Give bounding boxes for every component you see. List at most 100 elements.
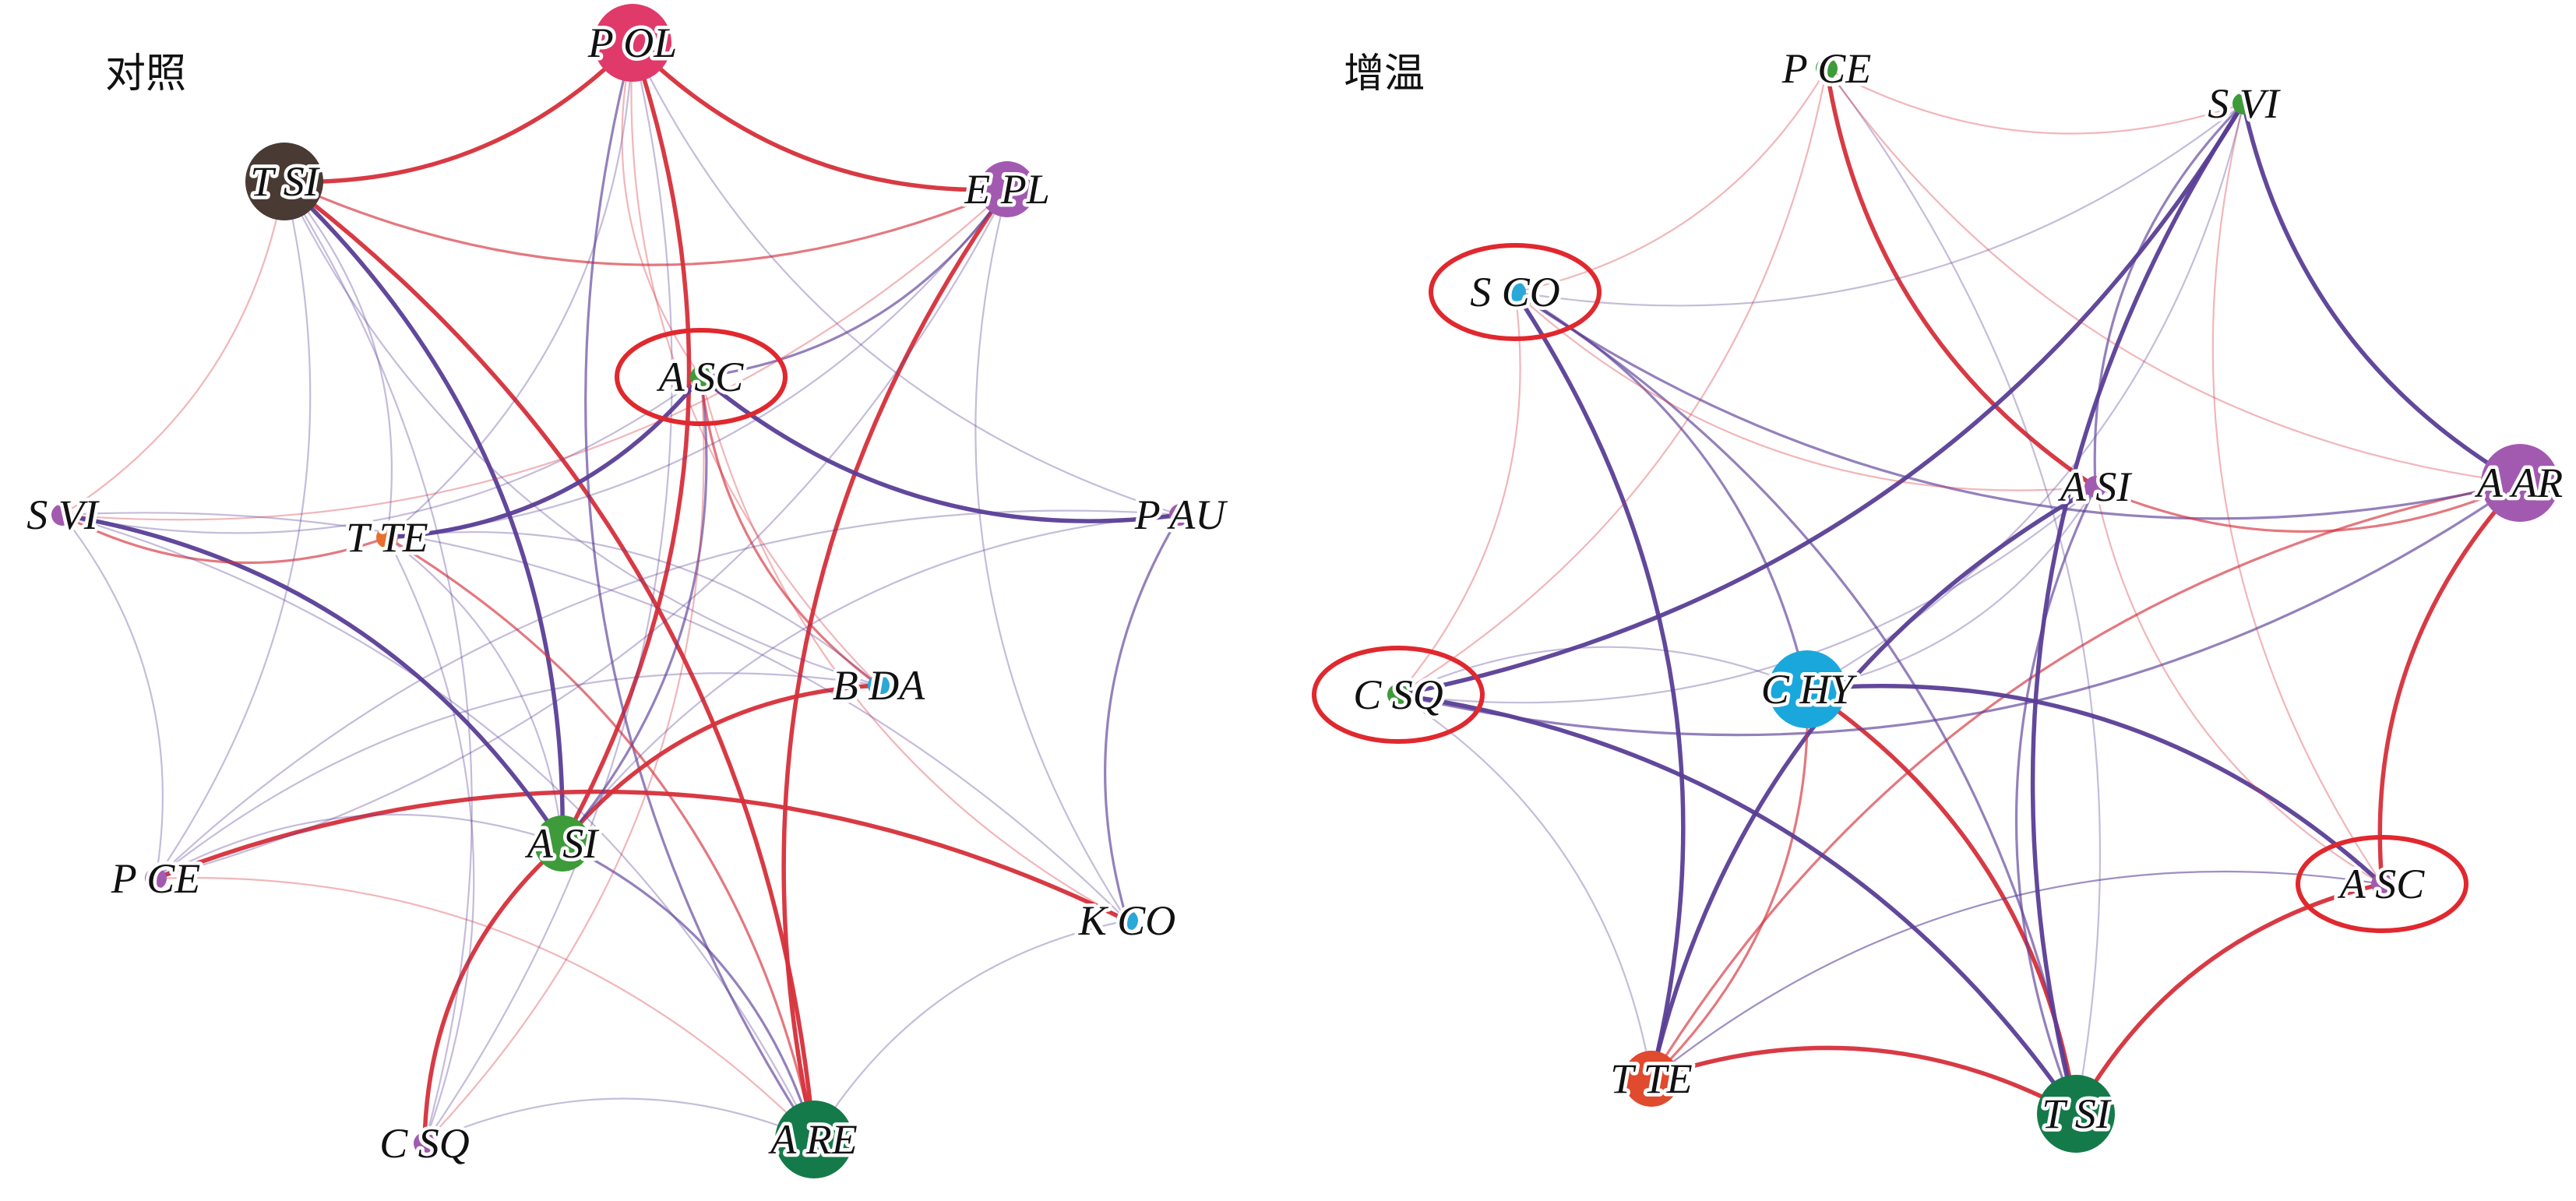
node-label: A SI <box>2058 463 2134 510</box>
edge-ASI-AAR <box>2094 481 2521 534</box>
node-PCE[interactable]: P CEP CE <box>107 852 204 906</box>
node-EPL[interactable]: E PLE PL <box>960 161 1053 217</box>
node-label: P OL <box>587 19 678 66</box>
edge-CHY-ASI <box>1806 485 2097 691</box>
edge-BDA-PCE <box>154 672 880 880</box>
node-CSQ[interactable]: C SQC SQ <box>1312 646 1485 744</box>
edge-PAU-ASI <box>561 513 1182 845</box>
node-TTE[interactable]: T TET TE <box>343 511 432 565</box>
edge-EPL-KCO <box>974 188 1129 922</box>
node-label: K CO <box>1078 897 1176 944</box>
edge-PCE-ASI <box>154 813 564 880</box>
node-TSI[interactable]: T SIT SI <box>2037 1075 2116 1153</box>
edge-ASC-TTE <box>1650 870 2384 1080</box>
node-label-halo: P AU <box>1134 491 1228 538</box>
node-marker <box>2037 1075 2115 1153</box>
node-label: S CO <box>1470 269 1560 315</box>
node-label: P CE <box>111 855 201 902</box>
node-CHY[interactable]: C HYC HY <box>1757 650 1861 728</box>
edge-ASC-TTE <box>385 375 703 540</box>
node-TTE[interactable]: T TET TE <box>1607 1051 1696 1107</box>
node-label-halo: T TE <box>346 514 428 561</box>
edge-SVI-ASI <box>60 512 565 846</box>
edge-TTE-ASI <box>386 536 564 845</box>
edge-PCE-ASI <box>1824 66 2098 489</box>
panel-title-control: 对照 <box>105 51 186 97</box>
edge-PCE-PAU <box>154 509 1182 880</box>
edge-ASC-KCO <box>700 375 1129 922</box>
node-AAR[interactable]: A ARA AR <box>2471 444 2567 522</box>
edge-TTE-TSI <box>1649 1045 2078 1116</box>
node-label: P CE <box>1781 45 1872 92</box>
node-label-halo: A RE <box>768 1116 857 1163</box>
node-label-halo: T SI <box>2042 1090 2113 1137</box>
edge-PCE-TSI <box>1825 67 2102 1115</box>
edge-EPL-PCE <box>154 188 1009 880</box>
node-TSI[interactable]: T SIT SI <box>245 143 324 220</box>
edge-PCE-CSQ <box>1397 67 1828 696</box>
node-SVI[interactable]: S VIS VI <box>23 488 104 542</box>
edge-TSI-BDA <box>283 180 880 687</box>
edge-POL-TSI <box>282 41 635 185</box>
edge-PCE-KCO <box>153 789 1129 923</box>
node-ARE[interactable]: A REA RE <box>765 1101 861 1178</box>
edge-ASI-ASC <box>2094 485 2384 886</box>
node-label: T TE <box>1610 1055 1693 1102</box>
edge-PCE-AAR <box>1825 67 2521 484</box>
node-marker <box>868 674 890 696</box>
node-SVI[interactable]: S VIS VI <box>2204 77 2285 131</box>
edge-TSI-ASI <box>282 179 565 846</box>
node-label: C SQ <box>379 1120 470 1167</box>
node-PAU[interactable]: P AUP AU <box>1130 488 1232 542</box>
edge-layer <box>60 41 1182 1146</box>
node-label-halo: A SC <box>657 354 745 400</box>
edge-SVI-ARE <box>61 513 816 1141</box>
edge-POL-EPL <box>630 41 1010 192</box>
node-marker <box>979 161 1035 217</box>
node-marker <box>245 143 323 220</box>
edge-layer <box>1396 66 2522 1116</box>
node-ASC[interactable]: A SCA SC <box>615 328 788 426</box>
edge-POL-ASC <box>621 41 703 379</box>
node-label-halo: C SQ <box>1353 671 1443 718</box>
node-marker <box>1623 1051 1679 1107</box>
edge-POL-CSQ <box>423 41 673 1145</box>
node-KCO[interactable]: K COK CO <box>1074 894 1179 948</box>
node-marker <box>51 504 73 526</box>
node-label-halo: S VI <box>26 491 100 538</box>
edge-POL-BDA <box>630 41 880 687</box>
edge-CHY-ASC <box>1805 683 2384 886</box>
node-ASI[interactable]: A SIA SI <box>521 815 604 872</box>
edge-AAR-ASC <box>2377 481 2522 886</box>
edge-PCE-SVI <box>1825 67 2245 135</box>
panel-warming: 增温 P CEP CES VIS VIA ARA ARA SCA SCT SIT… <box>1312 42 2567 1153</box>
edge-POL-PAU <box>631 41 1182 516</box>
node-marker <box>1768 650 1846 728</box>
node-POL[interactable]: P OLP OL <box>583 4 681 82</box>
node-label: A SI <box>525 820 601 867</box>
edge-SVI-PCE <box>61 513 164 880</box>
node-ASI[interactable]: A SIA SI <box>2054 460 2137 514</box>
edge-EPL-TTE <box>386 188 1009 539</box>
edge-SCO-TTE <box>1513 290 1686 1081</box>
node-marker <box>1816 58 1838 79</box>
node-CSQ[interactable]: C SQC SQ <box>376 1117 474 1171</box>
node-marker <box>2084 476 2106 498</box>
edge-ASI-ARE <box>561 842 816 1141</box>
node-label-halo: K CO <box>1078 897 1176 944</box>
node-marker <box>2481 444 2559 522</box>
node-label: P AU <box>1134 491 1228 538</box>
node-marker <box>376 527 398 548</box>
edge-EPL-SVI <box>61 188 1009 521</box>
node-SCO[interactable]: S COS CO <box>1429 243 1602 341</box>
node-BDA[interactable]: B DAB DA <box>829 659 929 713</box>
edge-EPL-ASC <box>700 188 1009 379</box>
edge-POL-TTE <box>386 41 634 539</box>
edge-SVI-CSQ <box>1396 101 2246 697</box>
highlight-ring <box>1429 243 1602 341</box>
edge-ASI-TTE <box>1649 484 2098 1081</box>
node-label: T SI <box>2042 1090 2113 1137</box>
node-ASC[interactable]: A SCA SC <box>2296 835 2469 933</box>
node-PCE[interactable]: P CEP CE <box>1778 42 1875 96</box>
